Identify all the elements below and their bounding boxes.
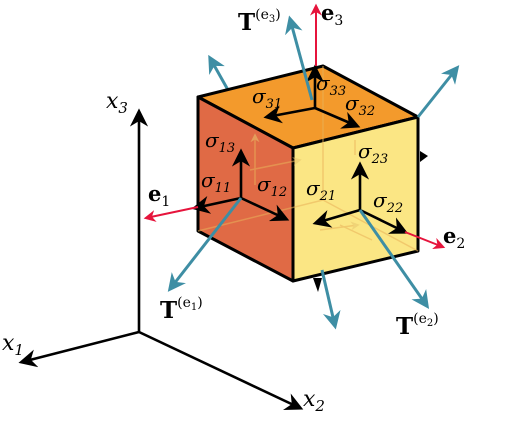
coordinate-axes <box>18 108 304 411</box>
stress-cube <box>196 64 420 283</box>
stress-label-s13: σ13 <box>205 128 235 156</box>
traction-arrow-t1 <box>167 197 243 292</box>
stress-label-s31: σ31 <box>252 84 282 112</box>
stress-label-s12: σ12 <box>257 172 287 200</box>
stress-label-s32: σ32 <box>345 91 375 119</box>
unit-vector-arrow-e1 <box>143 206 199 222</box>
stress-label-s11: σ11 <box>201 168 231 196</box>
stress-arrow-s31 <box>263 105 316 124</box>
axis-label-x1: x1 <box>2 331 24 359</box>
traction-arrow-back-bottom <box>320 269 341 330</box>
stress-arrow-s11 <box>191 196 242 214</box>
stub-arrow-right <box>420 151 428 162</box>
unit-vector-label-e2: e2 <box>443 223 465 252</box>
traction-label-t2: T(e2) <box>396 311 439 340</box>
stress-arrow-s21 <box>312 208 361 228</box>
unit-vector-label-e3: e3 <box>321 0 343 29</box>
traction-arrow-back-top <box>208 54 230 91</box>
stress-label-s23: σ23 <box>358 139 388 167</box>
stress-arrow-s22 <box>359 208 409 234</box>
stress-label-s22: σ22 <box>373 188 403 216</box>
unit-vector-arrows <box>143 3 446 250</box>
stress-label-s21: σ21 <box>306 176 336 204</box>
stub-arrow-bottom <box>313 278 322 292</box>
x2-axis <box>138 330 304 411</box>
unit-vector-label-e1: e1 <box>148 181 170 210</box>
stress-arrow-s12 <box>240 196 290 222</box>
axis-label-x2: x2 <box>303 387 325 415</box>
traction-label-t1: T(e1) <box>160 295 203 324</box>
unit-vector-arrow-e2 <box>404 231 446 250</box>
stress-label-s33: σ33 <box>316 71 346 99</box>
traction-arrow-t3 <box>285 15 314 101</box>
traction-arrow-t2 <box>358 209 430 309</box>
traction-label-t3: T(e3) <box>238 7 281 36</box>
traction-arrow-back-right <box>416 65 460 118</box>
traction-arrows-back <box>208 54 230 91</box>
axis-label-x3: x3 <box>106 89 128 117</box>
traction-arrows <box>167 15 460 330</box>
stress-arrows <box>191 64 409 234</box>
x1-axis <box>18 330 140 368</box>
stress-arrow-s32 <box>314 106 361 129</box>
